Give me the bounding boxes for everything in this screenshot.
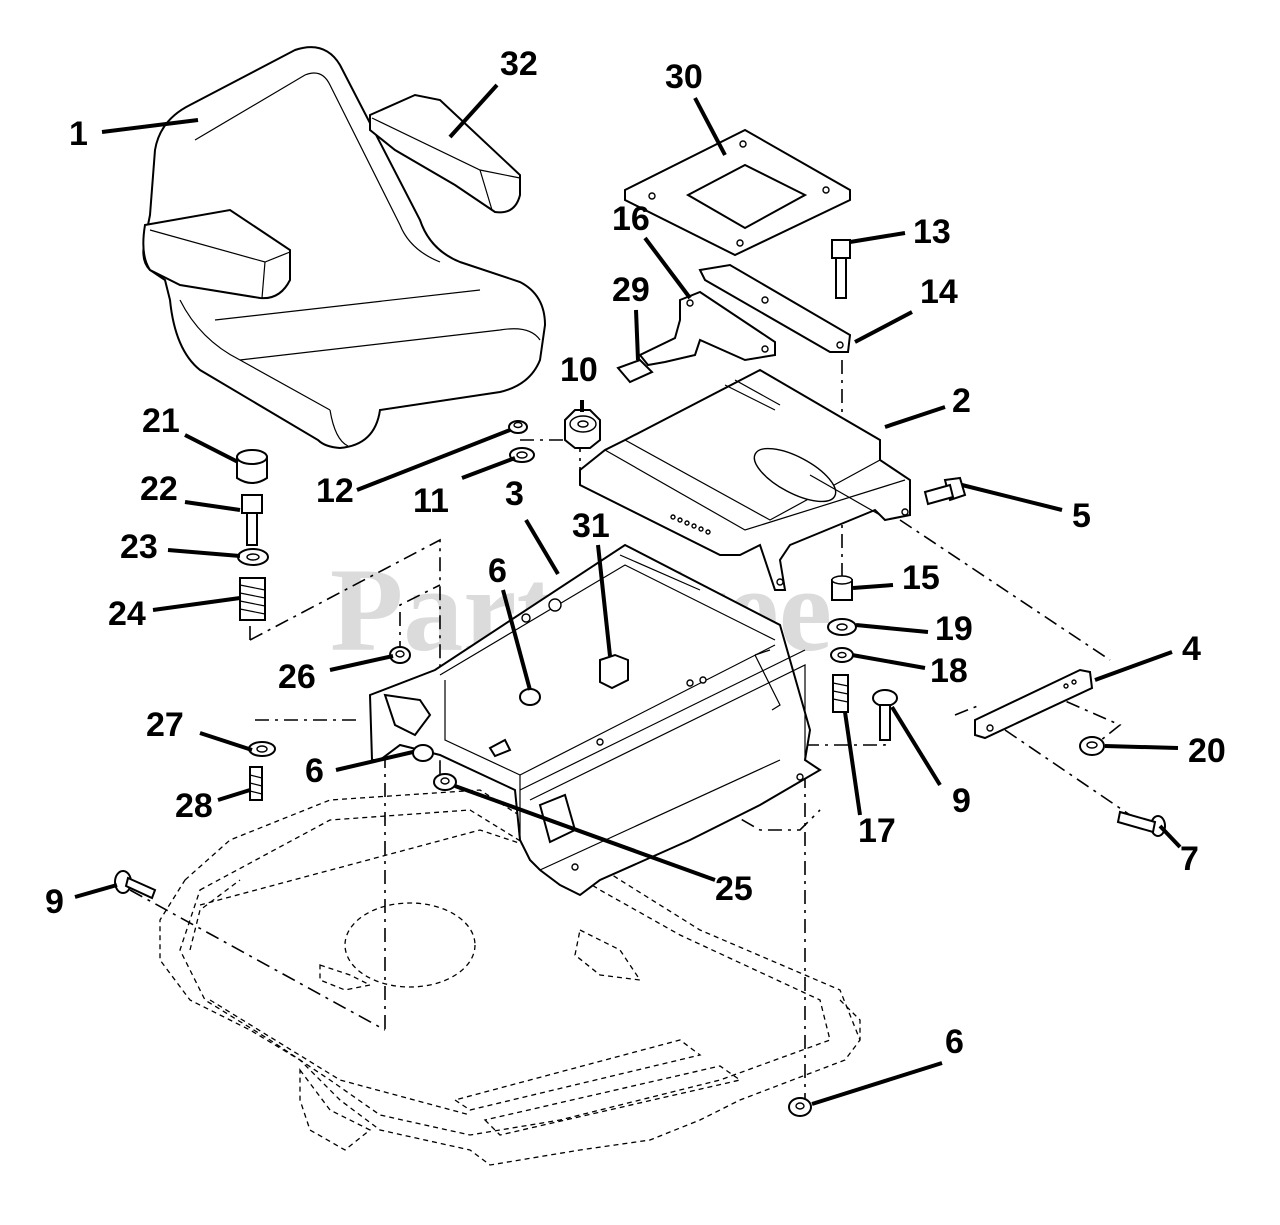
- callout-28: 28: [175, 787, 213, 825]
- slot-holes: [670, 514, 711, 535]
- callout-9-right: 9: [952, 782, 971, 820]
- callout-27: 27: [146, 706, 184, 744]
- lock-washer-18: [830, 647, 854, 663]
- callout-7: 7: [1180, 840, 1199, 878]
- callout-18: 18: [930, 652, 968, 690]
- callout-1: 1: [69, 115, 88, 153]
- slide-bracket: [616, 263, 852, 384]
- callout-17: 17: [858, 812, 896, 850]
- bolt-5: [923, 476, 967, 506]
- bolt-7: [1116, 810, 1166, 837]
- bolt-28: [249, 766, 263, 801]
- callout-6-upper: 6: [488, 552, 507, 590]
- nut-20: [1079, 736, 1105, 756]
- callout-22: 22: [140, 470, 178, 508]
- upper-seat-plate: [579, 368, 911, 591]
- knob: [564, 409, 601, 449]
- leader-lines: [74, 83, 1182, 1106]
- bolt-13: [831, 239, 851, 299]
- nut-25: [433, 773, 457, 791]
- callout-3: 3: [505, 475, 524, 513]
- bolt-22: [241, 494, 263, 546]
- callout-9-left: 9: [45, 883, 64, 921]
- seat-mount-frame: [368, 543, 822, 897]
- seat-plate-slot: [753, 447, 837, 503]
- frame-cutout: [344, 902, 476, 988]
- washer-23: [237, 548, 269, 566]
- callout-6-bottom: 6: [945, 1023, 964, 1061]
- callout-31: 31: [572, 507, 610, 545]
- bolt-17: [832, 674, 849, 713]
- callout-4: 4: [1182, 630, 1201, 668]
- bracket-4: [974, 668, 1094, 740]
- callout-20: 20: [1188, 732, 1226, 770]
- callouts: 1 32 30 16 13 29 14 10 2 21 12 11 22 3 5…: [45, 45, 1226, 1061]
- cap-21: [236, 449, 268, 484]
- callout-25: 25: [715, 870, 753, 908]
- callout-13: 13: [913, 213, 951, 251]
- callout-2: 2: [952, 382, 971, 420]
- callout-5: 5: [1072, 497, 1091, 535]
- cover-plate: [624, 128, 851, 257]
- callout-26: 26: [278, 658, 316, 696]
- callout-30: 30: [665, 58, 703, 96]
- washer-19: [827, 618, 857, 636]
- spacer-15: [831, 575, 853, 601]
- callout-16: 16: [612, 200, 650, 238]
- carriage-bolt-9-left: [114, 870, 157, 900]
- callout-6-side: 6: [305, 752, 324, 790]
- callout-23: 23: [120, 528, 158, 566]
- callout-29: 29: [612, 271, 650, 309]
- callout-12: 12: [316, 472, 354, 510]
- spring-24: [239, 577, 266, 621]
- callout-11: 11: [413, 482, 449, 520]
- callout-10: 10: [560, 351, 598, 389]
- callout-15: 15: [902, 559, 940, 597]
- carriage-bolt-9: [872, 689, 898, 741]
- nut-6-upper: [519, 688, 541, 706]
- mower-frame: [159, 789, 861, 1166]
- seat: [142, 46, 547, 450]
- callout-19: 19: [935, 610, 973, 648]
- washer-11: [509, 447, 535, 463]
- armrest: [369, 93, 521, 214]
- spacer-block: [599, 653, 629, 690]
- washer-27: [248, 741, 276, 757]
- callout-14: 14: [920, 273, 958, 311]
- nut-6-bottom: [788, 1097, 812, 1117]
- callout-32: 32: [500, 45, 538, 83]
- nut-6-side: [412, 744, 434, 762]
- nut-26: [389, 646, 411, 664]
- callout-24: 24: [108, 595, 146, 633]
- nut-12: [508, 420, 528, 434]
- callout-21: 21: [142, 402, 180, 440]
